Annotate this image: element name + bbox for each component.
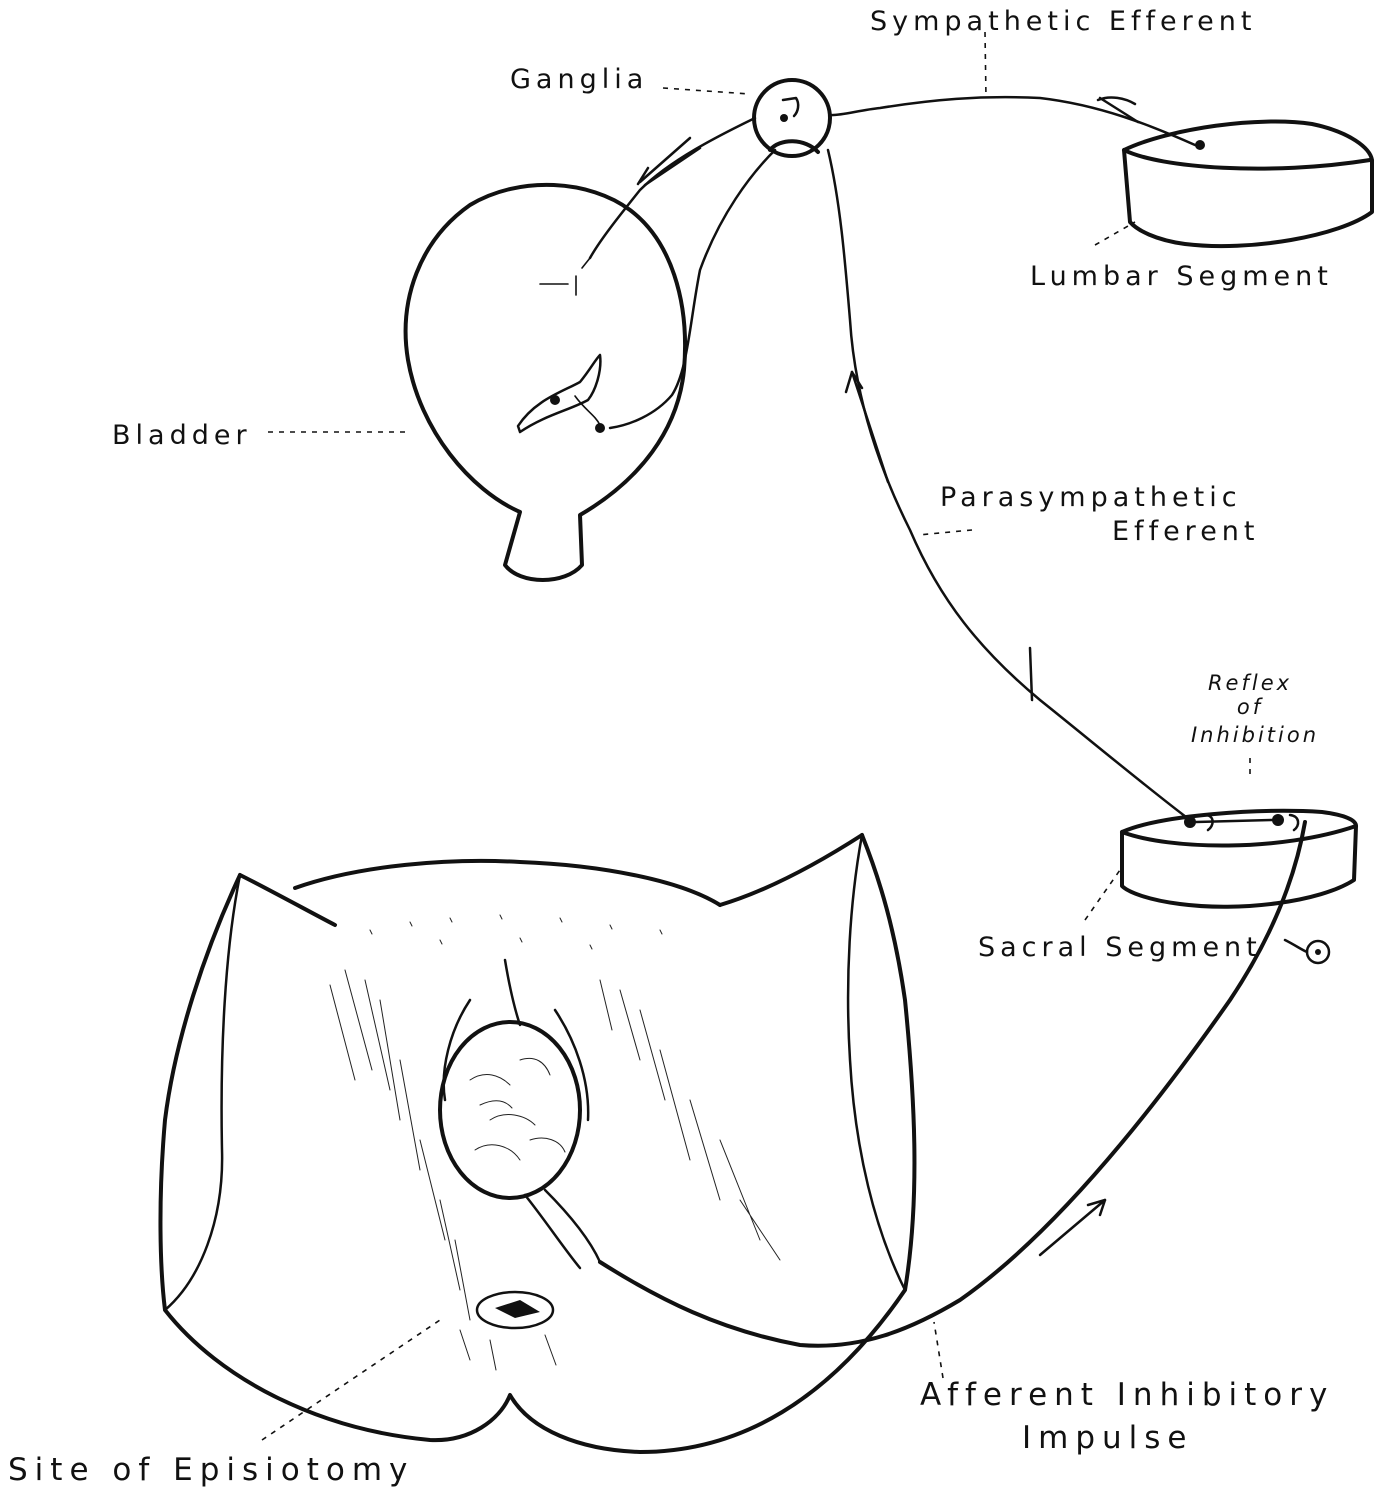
label-parasympathetic-efferent: Efferent	[1112, 516, 1260, 547]
ganglia-circle	[754, 80, 830, 156]
label-afferent-inhibitory: Afferent Inhibitory	[920, 1377, 1334, 1413]
label-sacral-segment: Sacral Segment	[978, 932, 1262, 963]
label-lumbar-segment: Lumbar Segment	[1030, 261, 1333, 292]
label-ganglia: Ganglia	[510, 64, 648, 95]
lumbar-segment-block	[1124, 122, 1372, 247]
label-sympathetic-efferent: Sympathetic Efferent	[870, 6, 1256, 37]
label-inhibition: Inhibition	[1191, 723, 1319, 747]
sacral-neuron-soma-2	[1272, 814, 1284, 826]
label-of: of	[1237, 695, 1264, 719]
label-site-of-episiotomy: Site of Episiotomy	[8, 1452, 414, 1488]
label-bladder: Bladder	[112, 420, 252, 451]
label-parasympathetic: Parasympathetic	[940, 482, 1242, 513]
bladder-organ	[406, 185, 685, 580]
label-reflex: Reflex	[1208, 671, 1292, 695]
perineum-illustration	[160, 835, 914, 1452]
lumbar-neuron-soma	[1195, 140, 1205, 150]
label-impulse: Impulse	[1022, 1420, 1194, 1456]
